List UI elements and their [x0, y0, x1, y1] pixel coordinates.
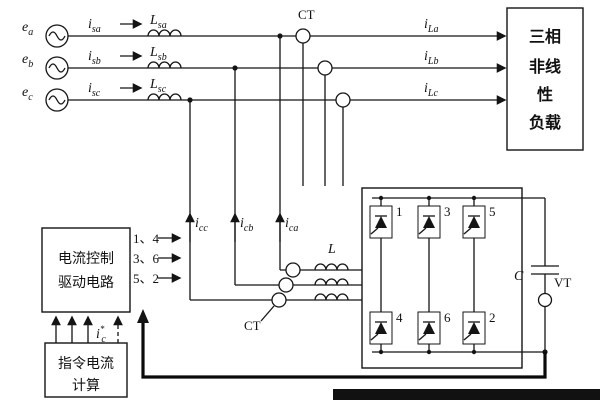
- sw-num-6: 6: [444, 310, 451, 325]
- calc-line-2: 计算: [72, 377, 100, 393]
- ct-top-a-icon: [295, 28, 311, 44]
- isc-label: isc: [88, 81, 101, 99]
- igbt-cell-2: [462, 311, 486, 345]
- top-current-transformers: CT: [295, 7, 351, 186]
- bottom-current-transformers: CT: [244, 262, 301, 333]
- ilc-label: iLc: [424, 81, 438, 99]
- igbt-cell-1: [369, 205, 393, 239]
- load-line-1: 三相: [529, 27, 561, 46]
- feedback-line: [137, 309, 548, 379]
- nonlinear-load-box: 三相 非线 性 负载: [506, 7, 584, 151]
- ct-bot-3-icon: [271, 292, 287, 308]
- source-b-label: eb: [22, 52, 33, 70]
- ct-bottom-label: CT: [244, 318, 261, 333]
- source-inductors: Lsa Lsb Lsc: [147, 13, 182, 101]
- load-line-4: 负载: [529, 113, 561, 132]
- ac-sources: ea eb ec: [22, 20, 69, 112]
- coupling-l-label: L: [327, 242, 336, 257]
- gate-pair-14: 1、4: [133, 231, 160, 246]
- ct-top-c-icon: [335, 92, 351, 108]
- sw-num-5: 5: [489, 204, 496, 219]
- lsb-label: Lsb: [149, 45, 167, 63]
- isa-label: isa: [88, 17, 101, 35]
- drive-line-2: 驱动电路: [58, 274, 114, 290]
- watermark-bar: [333, 389, 600, 400]
- ilb-label: iLb: [424, 49, 438, 67]
- ica-label: ica: [285, 216, 298, 234]
- source-c-label: ec: [22, 85, 33, 103]
- igbt-cell-3: [417, 205, 441, 239]
- icc-label: icc: [195, 216, 208, 234]
- source-a-label: ea: [22, 20, 33, 38]
- drive-line-1: 电流控制: [58, 250, 114, 266]
- calc-line-1: 指令电流: [58, 355, 114, 371]
- sw-num-1: 1: [396, 204, 403, 219]
- igbt-cell-6: [417, 311, 441, 345]
- sw-num-4: 4: [396, 310, 403, 325]
- icb-label: icb: [240, 216, 253, 234]
- vt-sensor-icon: [537, 292, 553, 308]
- gate-pair-36: 3、6: [133, 251, 160, 266]
- igbt-cell-4: [369, 311, 393, 345]
- ct-bot-2-icon: [278, 277, 294, 293]
- iref-label: i*c: [96, 324, 106, 345]
- sw-num-2: 2: [489, 310, 496, 325]
- sw-num-3: 3: [444, 204, 451, 219]
- lsc-label: Lsc: [149, 77, 167, 95]
- load-current-labels: iLa iLb iLc: [424, 17, 438, 99]
- capacitor-label: C: [514, 269, 524, 284]
- dc-capacitor: C VT: [514, 198, 571, 352]
- ct-top-b-icon: [317, 60, 333, 76]
- load-line-2: 非线: [529, 57, 561, 76]
- isb-label: isb: [88, 49, 101, 67]
- ct-top-label: CT: [298, 7, 315, 22]
- inverter-bridge: 1 3 5 4 6 2: [361, 187, 545, 369]
- drive-circuit-box: 电流控制 驱动电路 1、4 3、6 5、2: [41, 227, 182, 313]
- lsa-label: Lsa: [149, 13, 167, 31]
- load-line-3: 性: [537, 85, 553, 104]
- igbt-cell-5: [462, 205, 486, 239]
- ila-label: iLa: [424, 17, 438, 35]
- source-current-labels: isa isb isc: [88, 17, 143, 99]
- phase-wires: [68, 31, 507, 105]
- gate-pair-52: 5、2: [133, 271, 159, 286]
- vt-label: VT: [554, 275, 571, 290]
- coupling-inductors: L: [314, 242, 349, 301]
- ct-bot-1-icon: [285, 262, 301, 278]
- calc-box: 指令电流 计算 i*c: [44, 315, 128, 398]
